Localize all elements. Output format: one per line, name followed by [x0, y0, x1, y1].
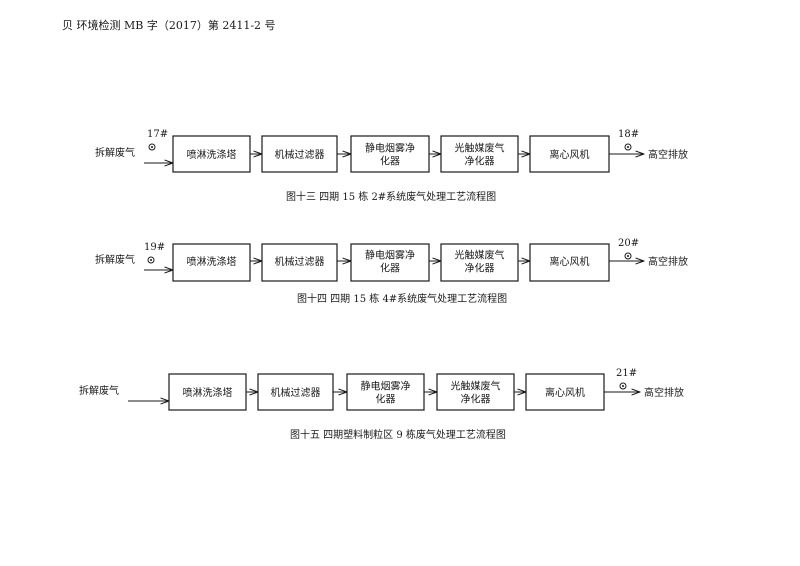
process-box-5 — [529, 243, 610, 282]
process-box-label: 光触媒废气 — [455, 142, 505, 155]
input-label: 拆解废气 — [95, 146, 135, 159]
process-box-2 — [261, 243, 338, 282]
process-box-label: 静电烟雾净 — [361, 380, 411, 393]
inlet-sampling-dot-icon — [150, 259, 152, 261]
output-label: 高空排放 — [648, 148, 688, 161]
process-box-label: 机械过滤器 — [275, 148, 325, 161]
figure-caption-2: 图十四 四期 15 栋 4#系统废气处理工艺流程图 — [297, 294, 508, 305]
process-box-label: 化器 — [376, 393, 396, 406]
process-box-label: 净化器 — [461, 393, 491, 406]
output-label: 高空排放 — [648, 255, 688, 268]
process-box-label: 光触媒废气 — [451, 380, 501, 393]
outlet-sampling-icon — [624, 143, 632, 151]
process-box-2 — [261, 135, 338, 173]
process-box-5 — [525, 373, 605, 411]
outlet-sampling-dot-icon — [622, 385, 624, 387]
process-box-1 — [168, 373, 247, 411]
process-box-label: 离心风机 — [550, 148, 590, 161]
document-header: 贝 环境检测 MB 字（2017）第 2411-2 号 — [62, 19, 276, 32]
process-box-label: 离心风机 — [550, 255, 590, 268]
process-box-label: 喷淋洗涤塔 — [187, 255, 237, 268]
inlet-sampling-icon — [148, 143, 156, 151]
process-box-4 — [440, 135, 519, 173]
process-box-label: 喷淋洗涤塔 — [187, 148, 237, 161]
figure-caption-1: 图十三 四期 15 栋 2#系统废气处理工艺流程图 — [286, 192, 497, 203]
outlet-point-label: 18# — [618, 129, 639, 140]
process-box-label: 净化器 — [465, 155, 495, 168]
process-box-label: 化器 — [380, 262, 400, 275]
process-box-4 — [440, 243, 519, 282]
process-box-label: 光触媒废气 — [455, 249, 505, 262]
outlet-point-label: 21# — [616, 368, 637, 379]
outlet-sampling-dot-icon — [627, 146, 629, 148]
outlet-sampling-icon — [619, 382, 627, 390]
input-label: 拆解废气 — [95, 253, 135, 266]
process-box-label: 机械过滤器 — [275, 255, 325, 268]
process-box-label: 离心风机 — [545, 386, 585, 399]
process-box-label: 化器 — [380, 155, 400, 168]
process-box-label: 静电烟雾净 — [365, 142, 415, 155]
process-box-label: 静电烟雾净 — [365, 249, 415, 262]
process-box-1 — [172, 243, 251, 282]
outlet-sampling-dot-icon — [627, 255, 629, 257]
figure-caption-3: 图十五 四期塑料制粒区 9 栋废气处理工艺流程图 — [290, 430, 506, 441]
process-box-3 — [350, 243, 430, 282]
process-box-4 — [436, 373, 515, 411]
inlet-point-label: 19# — [144, 242, 165, 253]
process-box-1 — [172, 135, 251, 173]
inlet-sampling-dot-icon — [151, 146, 153, 148]
process-box-3 — [346, 373, 425, 411]
inlet-point-label: 17# — [147, 129, 168, 140]
process-box-label: 机械过滤器 — [271, 386, 321, 399]
outlet-point-label: 20# — [618, 238, 639, 249]
input-label: 拆解废气 — [79, 384, 119, 397]
output-label: 高空排放 — [644, 386, 684, 399]
process-box-label: 喷淋洗涤塔 — [183, 386, 233, 399]
process-box-2 — [257, 373, 334, 411]
process-box-label: 净化器 — [465, 262, 495, 275]
inlet-sampling-icon — [147, 256, 155, 264]
outlet-sampling-icon — [624, 252, 632, 260]
